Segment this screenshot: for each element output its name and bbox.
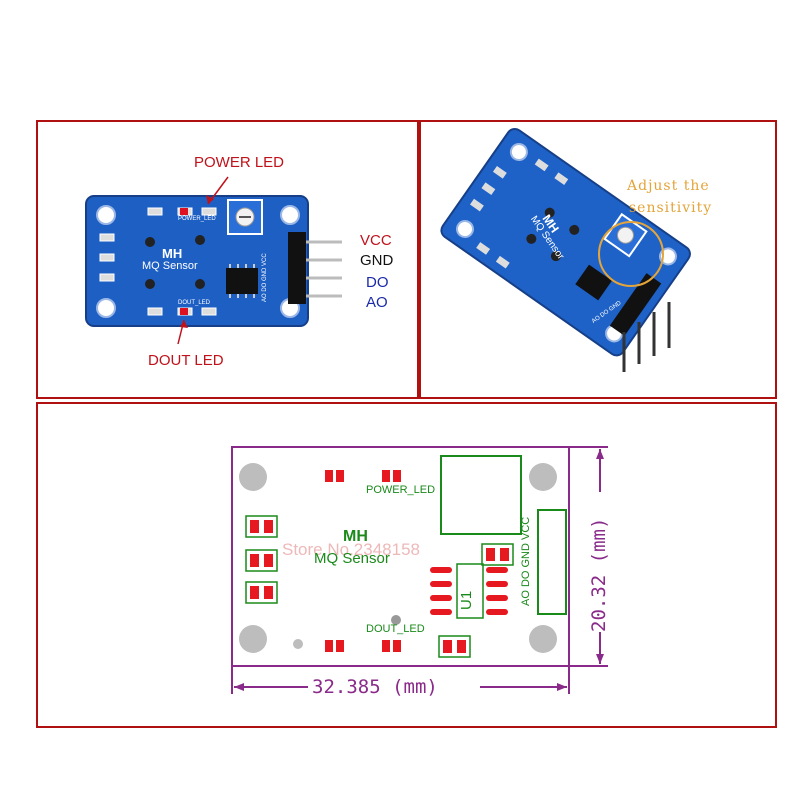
pin-label-ao: AO — [366, 294, 388, 311]
header-footprint — [537, 509, 567, 615]
smd-resistor — [147, 207, 163, 216]
layout-board-subtitle: MQ Sensor — [314, 550, 390, 567]
smd-resistor — [99, 253, 115, 262]
chip-footprint — [456, 563, 484, 619]
layout-watermark: Store No.2348158 — [282, 540, 420, 559]
comparator-chip — [575, 264, 612, 301]
adjust-annotation-line2: sensitivity — [629, 200, 713, 216]
width-dimension-line — [231, 666, 570, 694]
silk-power-led: POWER_LED — [178, 216, 216, 222]
mounting-hole — [239, 625, 267, 653]
pin-label-do: DO — [366, 274, 389, 291]
silk-pin-labels: AO DO GND VCC — [262, 253, 268, 302]
pads — [250, 470, 509, 653]
header-pins-angled — [622, 302, 671, 372]
panel-angled-view: Adjust the sensitivity MH MQ Sensor AO D… — [419, 120, 777, 399]
board-subtitle: MQ Sensor — [142, 260, 198, 272]
silk-dout-led: DOUT_LED — [178, 300, 211, 306]
pin-header — [288, 232, 306, 304]
smd-resistor — [201, 207, 217, 216]
chip-pads — [430, 567, 508, 615]
pin-label-vcc: VCC — [360, 232, 392, 249]
board-title: MH — [162, 246, 183, 261]
panel-front-view: POWER LED DOUT LED MH MQ Sensor POWER_LE… — [36, 120, 419, 399]
panel-layout-drawing: Store No.2348158 MH MQ Sensor POWER_LED … — [36, 402, 777, 728]
height-dimension-line — [569, 446, 608, 667]
height-dimension-label: 20.32 (mm) — [588, 517, 610, 632]
mounting-hole — [280, 205, 300, 225]
dout-led-callout: DOUT LED — [148, 352, 224, 369]
smd-resistor — [99, 273, 115, 282]
potentiometer-footprint — [440, 455, 522, 535]
board-outline — [231, 446, 570, 667]
mounting-hole — [529, 463, 557, 491]
smd-resistor — [201, 307, 217, 316]
adjust-annotation-line1: Adjust the — [627, 178, 710, 194]
comparator-chip — [226, 268, 258, 294]
front-board-illustration — [85, 176, 342, 345]
mounting-hole — [96, 205, 116, 225]
smd-resistor — [147, 307, 163, 316]
smd-resistor — [99, 233, 115, 242]
layout-pin-labels: AO DO GND VCC — [520, 516, 532, 606]
pin-header — [609, 273, 662, 336]
pin-label-gnd: GND — [360, 252, 394, 269]
power-led-callout: POWER LED — [194, 154, 285, 171]
sensitivity-highlight-circle — [598, 221, 664, 287]
pcb-board — [440, 127, 691, 357]
layout-dout-led-label: DOUT_LED — [366, 623, 425, 635]
mounting-hole — [239, 463, 267, 491]
mounting-hole — [529, 625, 557, 653]
layout-chip-label: U1 — [458, 590, 475, 610]
pcb-layout-drawing — [231, 446, 608, 694]
angled-board-illustration — [440, 127, 691, 372]
mounting-hole — [96, 298, 116, 318]
layout-board-title: MH — [343, 528, 368, 545]
width-dimension-label: 32.385 (mm) — [312, 676, 438, 698]
layout-power-led-label: POWER_LED — [366, 484, 436, 496]
